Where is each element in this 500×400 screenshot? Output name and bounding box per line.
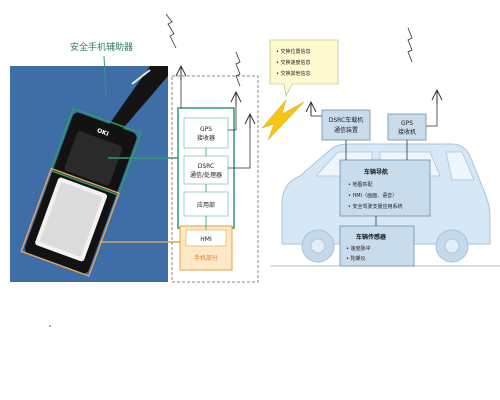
vehicle-navigation-title: 车辆导航 [364,168,388,176]
hmi-module-label: HMI [200,236,212,243]
dsrc-vehicle-unit-line2: 通信装置 [334,126,358,134]
bullet-position: • 交换位置信息 [276,48,311,55]
antenna-icon [305,100,317,116]
sensor-item-speed-pulse: • 速度脉冲 [346,245,371,252]
gps-module-line1: GPS [200,126,212,133]
phone-brand-label: OKI [96,127,110,138]
gps-module-line2: 接收器 [197,134,215,142]
signal-zigzag-icon [165,13,177,49]
antenna-feed-2 [228,106,237,131]
lanyard-print [131,69,151,85]
lightning-icon [261,99,305,141]
device-boundary [171,75,259,283]
bullet-other: • 交换其他信息 [276,70,311,77]
vehicle-navigation-box [339,159,431,217]
antenna-icon [230,90,242,106]
antenna-icon [175,64,187,80]
dsrc-module-line1: DSRC [198,163,215,170]
bullet-speed: • 交换速度信息 [276,59,311,66]
app-module-label: 应用部 [197,201,215,209]
antenna-icon [244,112,256,128]
sensor-item-gyroscope: • 陀螺仪 [346,255,366,262]
nav-item-hmi: • HMI（画面、语音） [348,192,397,199]
lanyard-strap [108,66,168,132]
phone-part-label: 手机部分 [194,254,218,262]
gps-unit-feed [426,114,438,127]
antenna-icon [431,88,443,104]
vehicle-sensor-title: 车辆传感器 [356,233,387,241]
gps-vehicle-unit [387,113,427,141]
dsrc-vehicle-unit-line1: DSRC车载机 [329,116,364,124]
antenna-feed-3 [228,128,251,169]
device-label: 安全手机辅助器 [70,41,133,53]
phone-photo: OKI [24,112,137,274]
signal-zigzag-icon [235,51,241,87]
gps-vehicle-unit-line2: 接收机 [398,128,416,136]
stray-dot [49,325,51,327]
gps-module [183,117,229,149]
signal-zigzag-icon [407,27,413,63]
accessory-highlight [20,107,142,277]
gps-vehicle-unit-line1: GPS [401,120,413,127]
dsrc-vehicle-unit [321,109,371,141]
nav-item-safety-app: • 安全驾驶支援应用系统 [348,203,403,210]
dsrc-module-line2: 通信/处理器 [190,171,222,179]
dsrc-module [183,155,229,185]
nav-item-map-matching: • 地图匹配 [348,181,373,188]
exchange-info-bubble [269,39,339,97]
vehicle-sensor-box [339,225,415,267]
device-label-leader [103,55,107,98]
